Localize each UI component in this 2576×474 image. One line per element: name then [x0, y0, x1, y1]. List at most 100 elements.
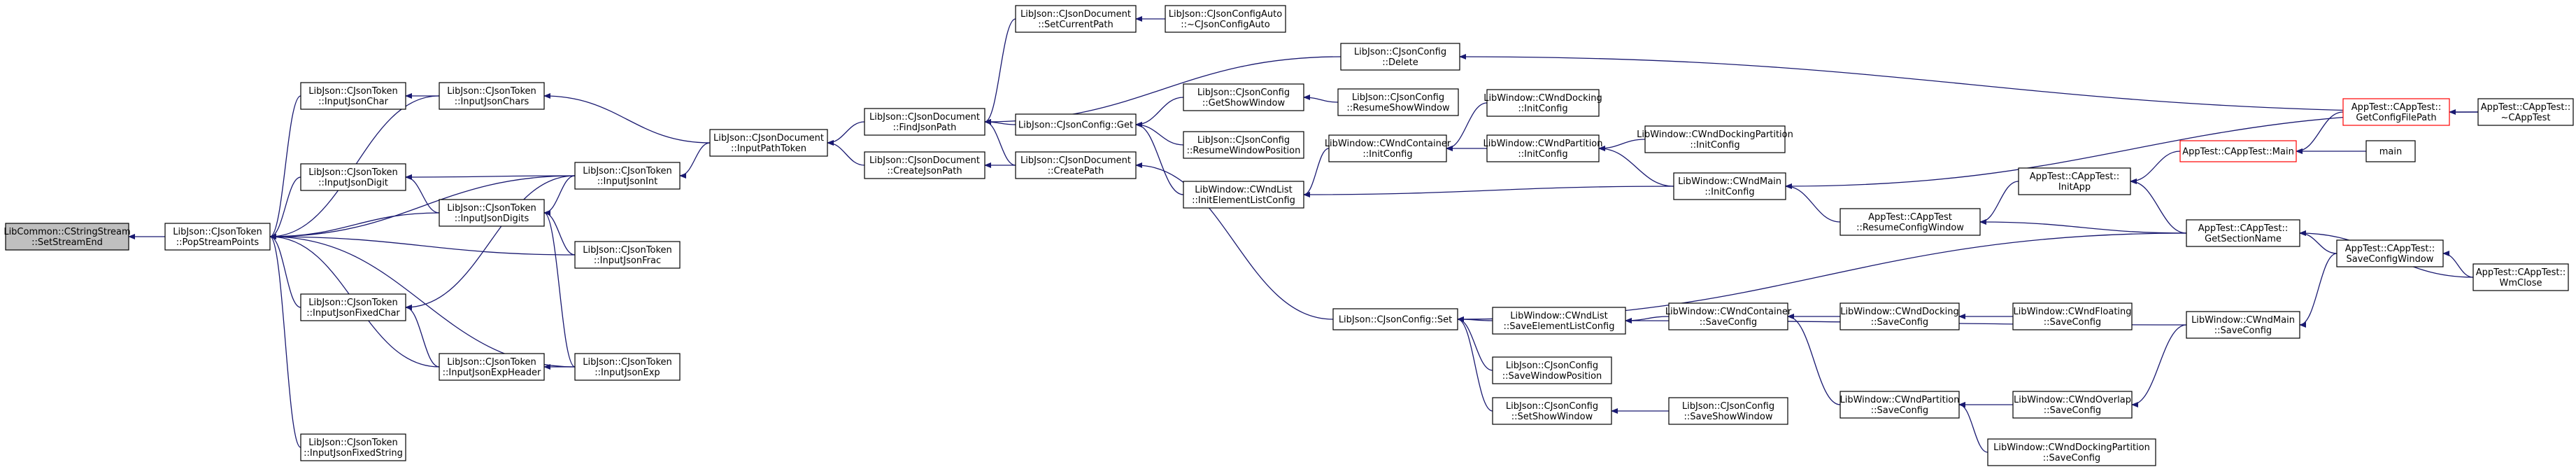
- node-box: [1644, 125, 1786, 153]
- node-libjson-cjsonconfig-resumewindowposition[interactable]: LibJson::CJsonConfig::ResumeWindowPositi…: [1183, 131, 1304, 159]
- node-label: LibJson::CJsonConfig: [1506, 401, 1598, 412]
- call-edge: [1135, 162, 1334, 320]
- call-edge: [2130, 151, 2181, 184]
- node-libjson-cjsonconfig-delete[interactable]: LibJson::CJsonConfig::Delete: [1340, 43, 1460, 71]
- call-edge: [269, 212, 440, 239]
- node-libwindow-cwndfloating-saveconfig[interactable]: LibWindow::CWndFloating::SaveConfig: [2012, 302, 2133, 330]
- call-edge: [1135, 122, 1184, 195]
- node-libjson-cjsonconfig-set[interactable]: LibJson::CJsonConfig::Set: [1332, 308, 1458, 330]
- node-box: [1840, 391, 1960, 419]
- node-libwindow-cwndlist-initelementlistconfig[interactable]: LibWindow::CWndList::InitElementListConf…: [1183, 181, 1304, 209]
- node-libjson-cjsonconfig-setshowwindow[interactable]: LibJson::CJsonConfig::SetShowWindow: [1492, 397, 1612, 425]
- node-apptest-capptest-initapp[interactable]: AppTest::CAppTest::InitApp: [2018, 167, 2131, 195]
- node-label: ::InitConfig: [1690, 140, 1739, 151]
- call-edge: [1303, 186, 1674, 197]
- call-edge: [1625, 316, 1670, 323]
- node-libjson-cjsontoken-inputjsonfixedstring[interactable]: LibJson::CJsonToken::InputJsonFixedStrin…: [300, 433, 406, 461]
- edge-n18-n29: [1135, 162, 1334, 320]
- node-libjson-cjsonconfig-saveshowwindow[interactable]: LibJson::CJsonConfig::SaveShowWindow: [1668, 397, 1788, 425]
- node-libjson-cjsontoken-inputjsondigits[interactable]: LibJson::CJsonToken::InputJsonDigits: [439, 199, 545, 227]
- node-box: [1015, 151, 1137, 179]
- node-libjson-cjsonconfigauto-cjsonconfigauto[interactable]: LibJson::CJsonConfigAuto::~CJsonConfigAu…: [1165, 5, 1286, 33]
- node-apptest-capptest-getsectionname[interactable]: AppTest::CAppTest::GetSectionName: [2186, 219, 2300, 247]
- edge-n12-n13: [827, 121, 865, 146]
- node-apptest-capptest-capptest[interactable]: AppTest::CAppTest::~CAppTest: [2477, 98, 2574, 126]
- node-label: LibWindow::CWndMain: [1678, 176, 1781, 187]
- node-label: LibJson::CJsonToken: [447, 357, 536, 368]
- node-libjson-cjsontoken-inputjsonchar[interactable]: LibJson::CJsonToken::InputJsonChar: [300, 82, 406, 110]
- node-box: [1673, 172, 1786, 200]
- edge-n1-n2: [269, 95, 301, 239]
- node-box: [1015, 5, 1137, 33]
- call-edge: [269, 95, 301, 239]
- node-label: AppTest::CAppTest::: [2345, 244, 2435, 254]
- node-libjson-cjsondocument-createjsonpath[interactable]: LibJson::CJsonDocument::CreateJsonPath: [864, 151, 985, 179]
- node-libjson-cjsontoken-popstreampoints[interactable]: LibJson::CJsonToken::PopStreamPoints: [164, 223, 271, 251]
- node-libjson-cjsontoken-inputjsonchars[interactable]: LibJson::CJsonToken::InputJsonChars: [439, 82, 545, 110]
- node-libwindow-cwnddocking-saveconfig[interactable]: LibWindow::CWndDocking::SaveConfig: [1840, 302, 1960, 330]
- node-libjson-cjsontoken-inputjsonexp[interactable]: LibJson::CJsonToken::InputJsonExp: [574, 353, 681, 381]
- node-box: [1332, 308, 1458, 330]
- node-libjson-cjsontoken-inputjsonfixedchar[interactable]: LibJson::CJsonToken::InputJsonFixedChar: [300, 293, 406, 321]
- node-label: LibWindow::CWndContainer: [1325, 139, 1451, 149]
- node-label: ::InitConfig: [1362, 149, 1412, 160]
- node-label: ::InitElementListConfig: [1192, 195, 1295, 206]
- node-libjson-cjsontoken-inputjsonexpheader[interactable]: LibJson::CJsonToken::InputJsonExpHeader: [439, 353, 545, 381]
- node-label: ::InitConfig: [1518, 149, 1567, 160]
- node-libwindow-cwndcontainer-initconfig[interactable]: LibWindow::CWndContainer::InitConfig: [1325, 134, 1451, 162]
- node-label: LibWindow::CWndList: [1510, 311, 1608, 321]
- node-libwindow-cwndpartition-saveconfig[interactable]: LibWindow::CWndPartition::SaveConfig: [1840, 391, 1960, 419]
- node-box: [574, 353, 681, 381]
- node-libjson-cjsondocument-inputpathtoken[interactable]: LibJson::CJsonDocument::InputPathToken: [709, 129, 828, 157]
- node-label: ::InputJsonExpHeader: [443, 368, 541, 378]
- node-libwindow-cwndcontainer-saveconfig[interactable]: LibWindow::CWndContainer::SaveConfig: [1665, 302, 1792, 330]
- node-libjson-cjsonconfig-resumeshowwindow[interactable]: LibJson::CJsonConfig::ResumeShowWindow: [1337, 88, 1459, 116]
- node-libwindow-cwndpartition-initconfig[interactable]: LibWindow::CWndPartition::InitConfig: [1483, 134, 1603, 162]
- node-box: [2179, 140, 2297, 162]
- node-box: [574, 241, 681, 269]
- node-libwindow-cwndlist-saveelementlistconfig[interactable]: LibWindow::CWndList::SaveElementListConf…: [1492, 307, 1626, 335]
- edge-n29-n32: [1457, 316, 1493, 412]
- node-libwindow-cwndmain-saveconfig[interactable]: LibWindow::CWndMain::SaveConfig: [2186, 311, 2300, 339]
- node-libwindow-cwndoverlap-saveconfig[interactable]: LibWindow::CWndOverlap::SaveConfig: [2012, 391, 2133, 419]
- edge-n23-n28: [1303, 186, 1674, 197]
- call-edge: [1979, 219, 2187, 234]
- node-apptest-capptest-main[interactable]: AppTest::CAppTest::Main: [2179, 140, 2297, 162]
- node-label: LibJson::CJsonConfig: [1682, 401, 1774, 412]
- node-libjson-cjsontoken-inputjsonint[interactable]: LibJson::CJsonToken::InputJsonInt: [574, 162, 681, 190]
- node-label: GetConfigFilePath: [2356, 113, 2436, 123]
- node-libjson-cjsontoken-inputjsonfrac[interactable]: LibJson::CJsonToken::InputJsonFrac: [574, 241, 681, 269]
- node-label: ~CAppTest: [2501, 113, 2551, 123]
- node-libjson-cjsondocument-setcurrentpath[interactable]: LibJson::CJsonDocument::SetCurrentPath: [1015, 5, 1137, 33]
- node-libwindow-cwndmain-initconfig[interactable]: LibWindow::CWndMain::InitConfig: [1673, 172, 1786, 200]
- node-libjson-cjsonconfig-getshowwindow[interactable]: LibJson::CJsonConfig::GetShowWindow: [1183, 83, 1304, 111]
- node-libjson-cjsondocument-findjsonpath[interactable]: LibJson::CJsonDocument::FindJsonPath: [864, 108, 985, 136]
- edge-n17-n23: [1135, 122, 1184, 195]
- node-libjson-cjsonconfig-get[interactable]: LibJson::CJsonConfig::Get: [1015, 113, 1137, 136]
- node-apptest-capptest-saveconfigwindow[interactable]: AppTest::CAppTest::SaveConfigWindow: [2336, 239, 2444, 267]
- node-main[interactable]: main: [2365, 140, 2416, 162]
- node-libwindow-cwnddockingpartition-saveconfig[interactable]: LibWindow::CWndDockingPartition::SaveCon…: [1987, 438, 2156, 466]
- node-libjson-cjsondocument-createpath[interactable]: LibJson::CJsonDocument::CreatePath: [1015, 151, 1137, 179]
- node-box: [2186, 311, 2300, 339]
- node-label: ::SetCurrentPath: [1038, 20, 1113, 30]
- node-libjson-cjsontoken-inputjsondigit[interactable]: LibJson::CJsonToken::InputJsonDigit: [300, 163, 406, 191]
- node-label: AppTest::CAppTest: [1868, 212, 1952, 223]
- node-libwindow-cwnddockingpartition-initconfig[interactable]: LibWindow::CWndDockingPartition::InitCon…: [1637, 125, 1793, 153]
- node-libwindow-cwnddocking-initconfig[interactable]: LibWindow::CWndDocking::InitConfig: [1483, 89, 1602, 117]
- node-label: LibWindow::CWndOverlap: [2014, 395, 2131, 405]
- node-apptest-capptest-resumeconfigwindow[interactable]: AppTest::CAppTest::ResumeConfigWindow: [1840, 208, 1981, 236]
- node-box: [1337, 88, 1459, 116]
- node-box: [1668, 302, 1788, 330]
- node-libjson-cjsonconfig-savewindowposition[interactable]: LibJson::CJsonConfig::SaveWindowPosition: [1492, 356, 1612, 384]
- node-box: [1840, 302, 1960, 330]
- node-label: LibWindow::CWndContainer: [1665, 307, 1792, 317]
- edge-n1-n5: [269, 212, 440, 239]
- node-apptest-capptest-getconfigfilepath[interactable]: AppTest::CAppTest::GetConfigFilePath: [2342, 98, 2450, 126]
- node-libcommon-cstringstream-setstreamend[interactable]: LibCommon::CStringStream::SetStreamEnd: [3, 223, 131, 251]
- node-label: AppTest::CAppTest::: [2198, 223, 2289, 234]
- node-label: LibJson::CJsonToken: [173, 227, 262, 237]
- node-apptest-capptest-wmclose[interactable]: AppTest::CAppTest::WmClose: [2472, 263, 2569, 291]
- node-box: [1492, 397, 1612, 425]
